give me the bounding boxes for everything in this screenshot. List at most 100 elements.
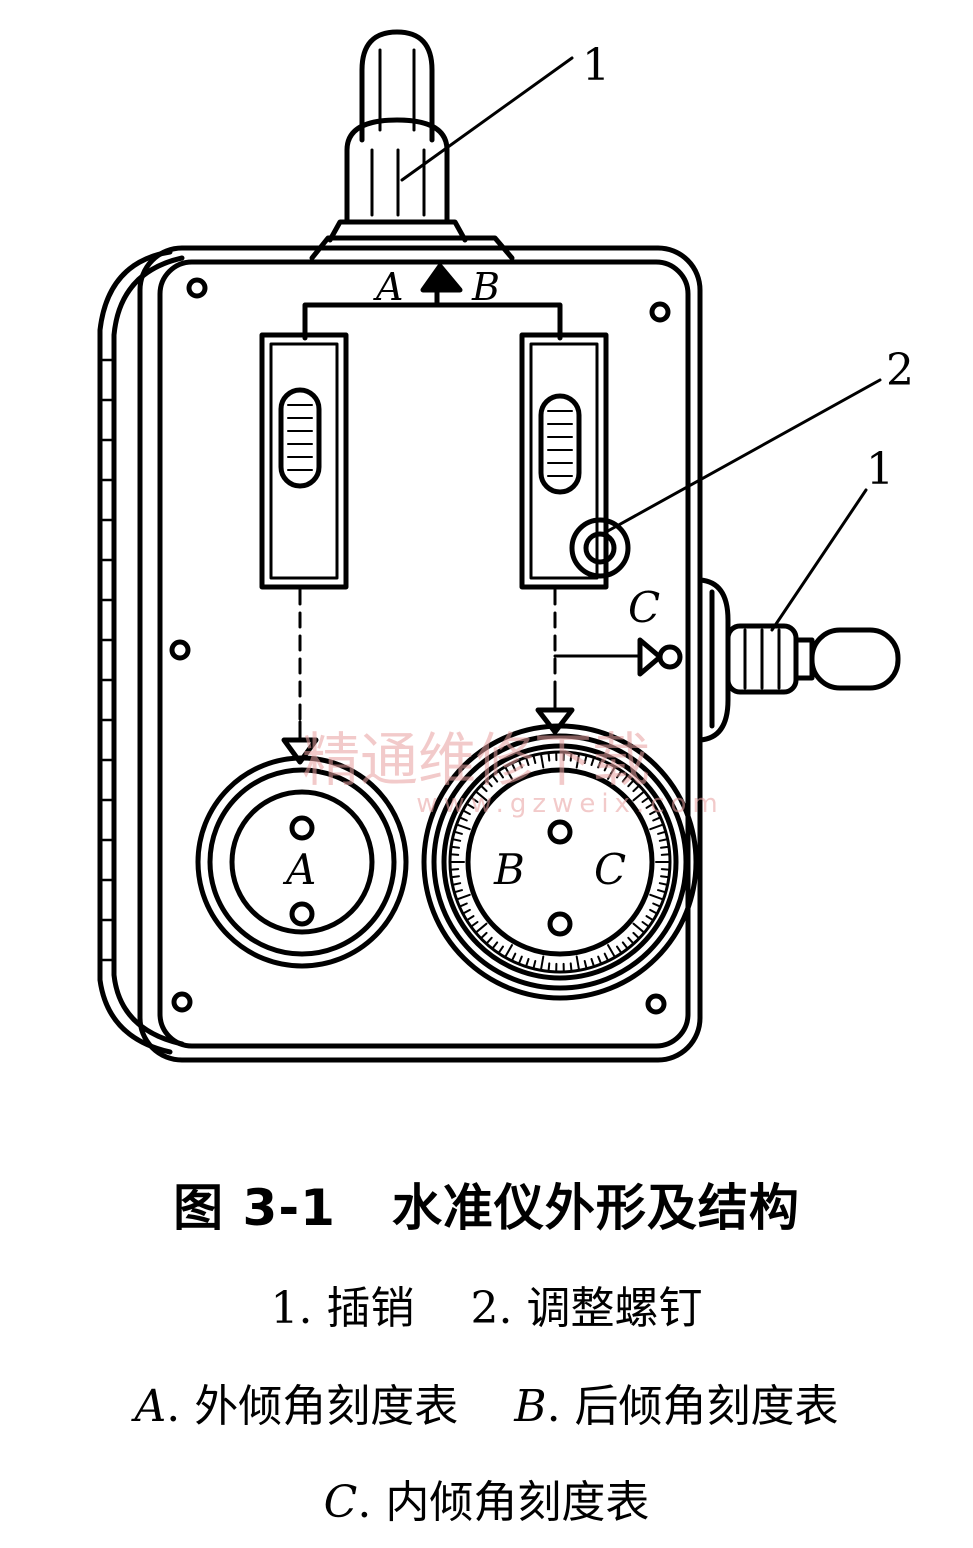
callout-1-top: 1 (582, 40, 610, 91)
legend-key-b: B (514, 1381, 547, 1432)
dial-scale-tick (525, 958, 530, 968)
dial-scale-tick (632, 784, 641, 793)
instrument-body-inner (157, 259, 691, 1049)
dial-scale-tick (645, 802, 655, 809)
dial-scale-tick (603, 952, 610, 962)
dial-scale-tick (632, 790, 646, 802)
dial-scale-tick (547, 751, 551, 762)
dial-a (195, 755, 409, 969)
dial-scale-tick (597, 759, 603, 769)
legend-item-b: . 后倾角刻度表 (546, 1381, 839, 1432)
callout-leader-1-top (400, 56, 574, 182)
watermark-url: www.gzweix.com (416, 789, 724, 819)
dial-scale-tick (449, 853, 460, 856)
dial-scale-tick (491, 941, 499, 950)
dial-scale-tick (461, 809, 471, 816)
corner-screw (171, 991, 193, 1013)
dial-scale-tick (649, 893, 665, 901)
corner-screw (649, 301, 671, 323)
dial-scale-tick (652, 816, 662, 822)
watermark-text: 精通维修下载 (302, 726, 650, 794)
dial-scale-tick (470, 796, 479, 803)
dial-scale-tick (539, 955, 545, 972)
dial-scale-tick (510, 762, 517, 772)
figure-number: 图 3-1 (173, 1179, 336, 1237)
dial-scale-tick (583, 960, 588, 970)
dial-scale-tick (660, 853, 671, 856)
label-dial-b: B (493, 845, 525, 894)
arrow-to-pin-c (637, 637, 663, 677)
legend-item-c: . 内倾角刻度表 (357, 1477, 650, 1528)
dial-scale-tick (569, 962, 573, 973)
dial-scale-tick (616, 769, 623, 779)
callout-2: 2 (886, 345, 914, 396)
dial-scale-tick (474, 790, 488, 802)
dial-scale-tick (658, 882, 669, 886)
dial-scale-tick (575, 955, 581, 972)
vial-b (519, 332, 609, 590)
dial-scale-tick (497, 769, 504, 779)
dial-scale-tick (607, 765, 616, 780)
top-indicator-arrow (420, 263, 463, 293)
legend-item-a: . 外倾角刻度表 (166, 1381, 459, 1432)
dial-scale-tick (465, 915, 475, 922)
dial-scale-tick (455, 893, 471, 901)
dial-scale-tick (657, 889, 667, 894)
label-c-side: C (628, 583, 660, 632)
dial-scale-tick (470, 921, 479, 928)
dial-scale-tick (645, 915, 655, 922)
dial-scale-tick (449, 868, 460, 871)
dial-scale-tick (652, 902, 662, 908)
arrow-to-dial-b (535, 707, 575, 735)
dial-scale-tick (660, 845, 670, 849)
dial-scale-tick (575, 752, 581, 769)
dial-scale-tick (621, 941, 629, 950)
label-dial-c: C (594, 845, 626, 894)
dial-scale-tick (632, 931, 641, 940)
dial-scale-tick (616, 945, 623, 955)
legend-key-a: A (134, 1381, 167, 1432)
callout-1-side: 1 (866, 444, 894, 495)
dial-scale-tick (547, 962, 551, 973)
dial-scale-tick (458, 816, 468, 822)
level-instrument-diagram: 精通维修下载 www.gzweix.com 1 2 1 A B C A B C (97, 29, 914, 1063)
knurled-side-wheel (97, 249, 185, 1055)
dial-scale-tick (451, 882, 462, 886)
dial-scale-tick (491, 774, 499, 783)
dial-scale-tick (485, 936, 493, 945)
dial-scale-tick (461, 908, 471, 915)
dial-scale-tick (455, 823, 471, 831)
dial-scale-tick (532, 960, 537, 970)
legend-row-2: A. 外倾角刻度表 B. 后倾角刻度表 (0, 1370, 973, 1434)
dial-scale-tick (590, 958, 595, 968)
dial-scale-tick (649, 823, 665, 831)
dial-scale-tick (657, 830, 667, 835)
dial-scale-tick (649, 809, 659, 816)
dial-scale-tick (510, 952, 517, 962)
dial-scale-tick (632, 922, 646, 934)
top-pin (309, 29, 515, 261)
dial-scale-tick (453, 889, 463, 894)
corner-screw (645, 993, 667, 1015)
dial-scale-tick (451, 838, 462, 842)
dial-scale-tick (532, 754, 537, 764)
dial-scale-tick (465, 802, 475, 809)
dial-scale-tick (450, 845, 460, 849)
dial-scale-tick (458, 902, 468, 908)
corner-screw (169, 639, 191, 661)
dial-scale-tick (603, 762, 610, 772)
callout-leader-1-side (770, 488, 868, 632)
dial-scale-tick (453, 830, 463, 835)
dial-scale-tick (517, 759, 523, 769)
legend-item-2: 2. 调整螺钉 (470, 1283, 703, 1334)
dial-bc (421, 723, 699, 1001)
dial-scale-tick (607, 944, 616, 959)
dial-scale-tick (479, 931, 488, 940)
dial-scale-tick (658, 838, 669, 842)
label-b-top: B (471, 265, 500, 309)
callout-leader-2 (604, 378, 882, 534)
dial-scale-tick (597, 955, 603, 965)
dial-scale-tick (590, 756, 595, 766)
